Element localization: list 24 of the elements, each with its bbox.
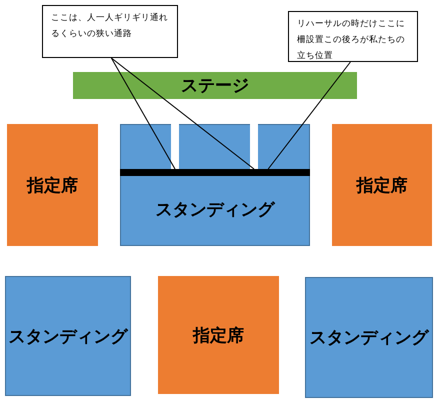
area-label: 指定席: [356, 174, 408, 196]
callout-box: [42, 5, 178, 58]
area-label: スタンディング: [310, 327, 428, 349]
reserved-seat-area: [7, 124, 98, 246]
leader-line: [268, 62, 351, 170]
stage: [73, 72, 357, 99]
fence-bar: [120, 169, 310, 176]
area-label: ステージ: [181, 75, 249, 97]
area-label: 指定席: [27, 174, 78, 196]
callout-box: [288, 11, 418, 62]
aisle-gap: [250, 124, 258, 169]
standing-area: [5, 276, 131, 396]
area-label: スタンディング: [8, 326, 128, 348]
reserved-seat-area: [158, 276, 279, 394]
aisle-gap: [171, 124, 179, 169]
area-label: 指定席: [193, 324, 244, 346]
leader-line: [110, 58, 176, 170]
standing-area: [120, 124, 310, 246]
area-label: スタンディング: [156, 198, 274, 220]
callout-text: ここは、人一人ギリギリ通れるくらいの狭い通路: [51, 12, 169, 42]
leader-line: [110, 58, 254, 170]
standing-area: [305, 277, 433, 398]
callout-text: リハーサルの時だけここに柵設置この後ろが私たちの立ち位置: [297, 18, 406, 64]
reserved-seat-area: [332, 124, 432, 246]
